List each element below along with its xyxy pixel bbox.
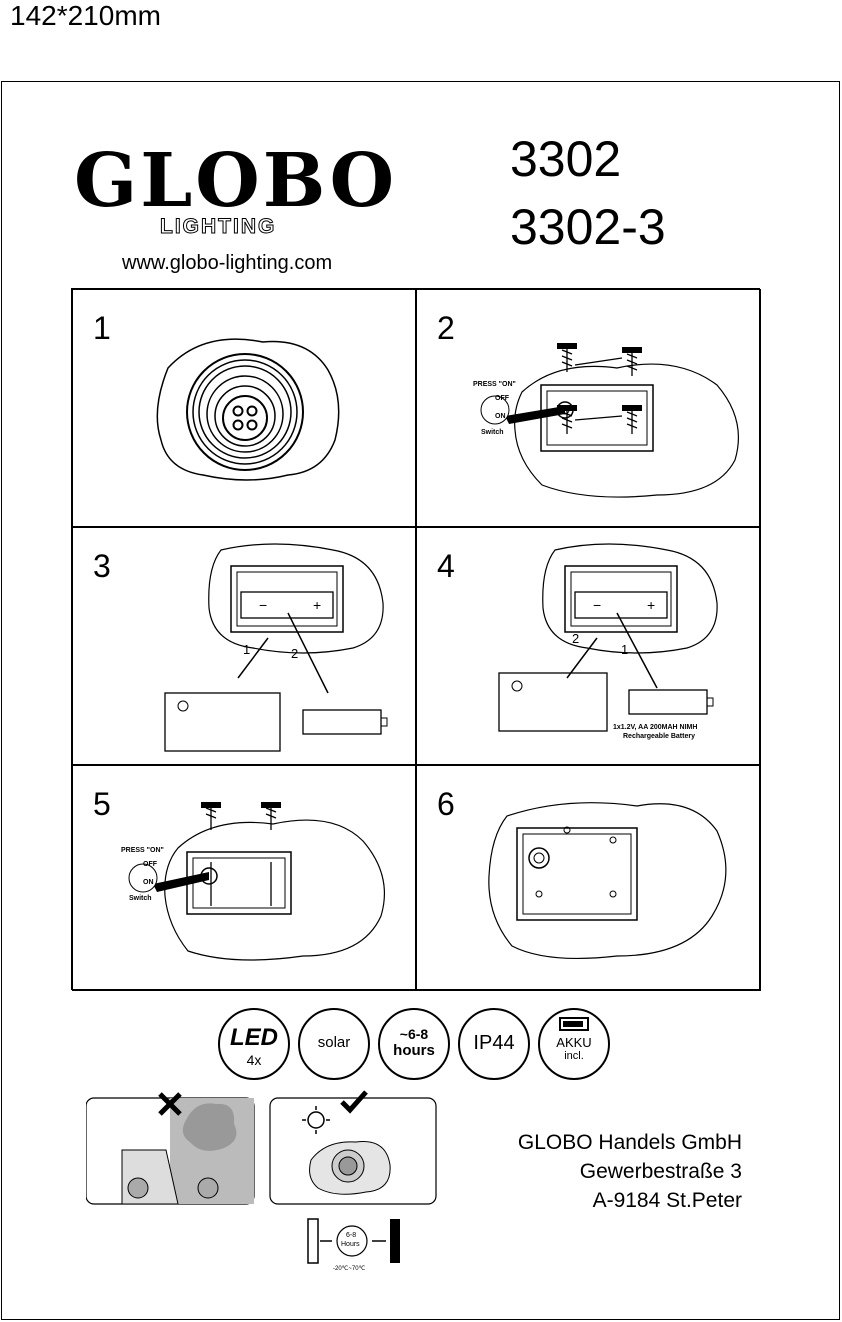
battery-minus: −	[259, 597, 267, 613]
press-on-label: PRESS "ON"	[121, 847, 164, 854]
model-number-1: 3302	[510, 131, 622, 187]
battery-plus: +	[647, 597, 655, 613]
press-on-label: PRESS "ON"	[473, 381, 516, 388]
company-address: GLOBO Handels GmbH Gewerbestraße 3 A-918…	[470, 1128, 742, 1215]
led-badge: LED 4x	[218, 1008, 290, 1080]
company-city: A-9184 St.Peter	[592, 1189, 742, 1212]
led-label: LED	[230, 1024, 278, 1051]
instruction-grid: 1 2	[71, 288, 761, 991]
battery-minus: −	[593, 597, 601, 613]
open-cover-illustration: PRESS "ON" OFF ON Switch	[473, 343, 740, 498]
empty-battery-icon	[307, 1218, 319, 1264]
sun-icon	[336, 1225, 368, 1257]
full-battery-icon	[390, 1219, 400, 1263]
charging-diagram: 6-8 Hours -20℃~70℃	[307, 1218, 400, 1272]
arrow-label-1: 1	[621, 642, 628, 657]
arrow-label-2: 2	[572, 631, 579, 646]
step-number: 6	[437, 786, 455, 822]
charging-hours: 6-8	[346, 1232, 356, 1239]
arrow-label-2: 2	[291, 646, 298, 661]
website-link: www.globo-lighting.com	[122, 252, 333, 274]
battery-icon	[559, 1017, 589, 1031]
akku-label: AKKU	[556, 1035, 592, 1050]
company-street: Gewerbestraße 3	[579, 1160, 742, 1183]
step-number: 2	[437, 310, 455, 346]
brand-logo-sub: LIGHTING	[159, 215, 277, 239]
battery-spec-line1: 1x1.2V, AA 200MAH NIMH	[613, 724, 697, 731]
brand-logo: GLOBO	[74, 138, 398, 224]
document-frame	[1, 81, 840, 1320]
charging-hours-unit: Hours	[341, 1241, 360, 1248]
remove-battery-illustration: − + 1 2	[164, 543, 388, 752]
step-3-panel: 3 − + 1 2	[72, 527, 416, 765]
model-number-2: 3302-3	[510, 199, 666, 255]
off-label: OFF	[495, 395, 510, 402]
company-name: GLOBO Handels GmbH	[517, 1131, 742, 1154]
battery-plus: +	[313, 597, 321, 613]
hours-bottom: hours	[393, 1042, 435, 1059]
step-number: 4	[437, 548, 455, 584]
step-4-panel: 4 − + 2 1 1x1.2V, AA 200MAH NIMH Recharg…	[416, 527, 761, 765]
check-icon	[340, 1090, 368, 1114]
led-count: 4x	[246, 1052, 262, 1068]
step-6-panel: 6	[416, 765, 761, 991]
charging-temp: -20℃~70℃	[333, 1266, 366, 1272]
on-label: ON	[495, 413, 506, 420]
switch-label: Switch	[481, 429, 504, 436]
page-size-label: 142*210mm	[10, 0, 161, 31]
solar-stone-lamp-illustration	[156, 338, 340, 481]
insert-battery-illustration: − + 2 1 1x1.2V, AA 200MAH NIMH Rechargea…	[498, 543, 718, 740]
battery-spec-line2: Rechargeable Battery	[623, 733, 695, 740]
on-label: ON	[143, 879, 154, 886]
step-2-panel: 2 PRESS "ON" OFF ON Switch	[416, 289, 761, 527]
step-number: 5	[93, 786, 111, 822]
solar-badge: solar	[298, 1008, 370, 1080]
ip-rating-badge: IP44	[458, 1008, 530, 1080]
off-label: OFF	[143, 861, 158, 868]
close-cover-illustration: PRESS "ON" OFF ON Switch	[121, 802, 386, 961]
finished-lamp-underside-illustration	[488, 802, 727, 960]
solar-label: solar	[317, 1034, 351, 1051]
akku-sub: incl.	[564, 1050, 584, 1062]
arrow-label-1: 1	[243, 642, 250, 657]
switch-label: Switch	[129, 895, 152, 902]
akku-badge: AKKU incl.	[538, 1008, 610, 1080]
hours-badge: ~6-8 hours	[378, 1008, 450, 1080]
step-number: 1	[93, 310, 111, 346]
placement-illustrations	[86, 1090, 437, 1205]
step-5-panel: 5 PRESS "ON" OFF ON Switch	[72, 765, 416, 991]
step-number: 3	[93, 548, 111, 584]
hours-top: ~6-8	[399, 1026, 429, 1042]
step-1-panel: 1	[72, 289, 416, 527]
ip-label: IP44	[473, 1032, 515, 1054]
sun-icon	[307, 1111, 325, 1129]
